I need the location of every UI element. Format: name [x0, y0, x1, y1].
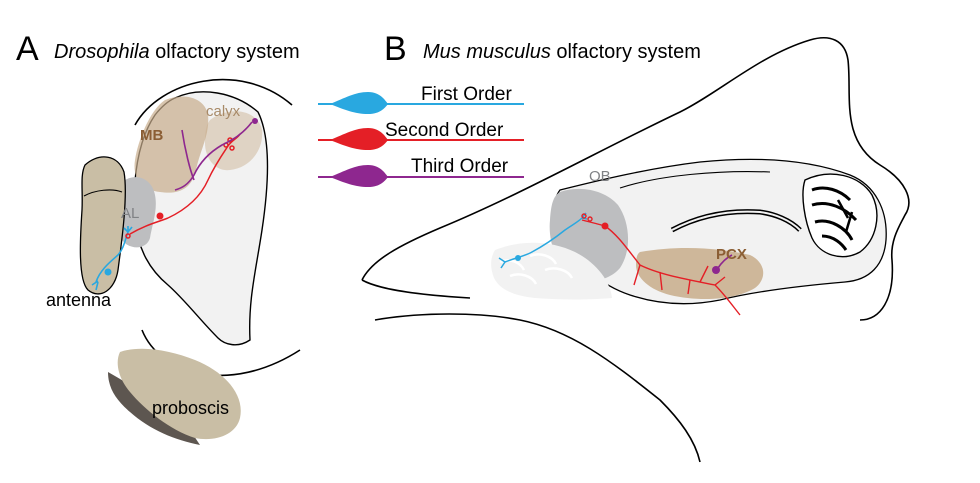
mouse-head-outline	[361, 36, 910, 321]
label-calyx: calyx	[206, 103, 241, 120]
panel-b-letter: B	[384, 30, 407, 68]
fly-third-order-neuron	[174, 118, 258, 191]
legend-item-second-order: Second Order	[318, 120, 524, 150]
label-proboscis: proboscis	[152, 398, 229, 418]
panel-b-title-species: Mus musculus	[423, 41, 551, 63]
label-ob: OB	[589, 168, 611, 185]
label-antenna: antenna	[46, 290, 112, 310]
mouse-second-order-neuron	[581, 213, 741, 316]
mouse-first-order-neuron	[498, 212, 588, 269]
piriform-cortex	[636, 248, 764, 300]
legend-soma-first-order	[330, 92, 388, 114]
fly-second-order-neuron	[125, 133, 241, 239]
legend-label-first-order: First Order	[421, 84, 512, 105]
antenna-joint	[83, 189, 123, 197]
legend-label-second-order: Second Order	[385, 120, 504, 141]
panel-a-title: Drosophila olfactory system	[54, 41, 300, 63]
label-pcx: PCX	[716, 246, 747, 263]
panel-a: A Drosophila olfactory system	[16, 30, 301, 445]
panel-a-title-species: Drosophila	[54, 41, 150, 63]
mouse-cortex-line	[619, 171, 771, 189]
panel-b-title-rest: olfactory system	[551, 41, 701, 63]
antenna-segment	[79, 156, 126, 295]
mouse-third-order-neuron	[712, 254, 733, 274]
nasal-turbinate-folds	[499, 253, 574, 285]
panel-b: B Mus musculus olfactory system	[361, 30, 910, 463]
mouse-hippocampus-inner	[671, 210, 801, 231]
panel-b-title: Mus musculus olfactory system	[423, 41, 701, 63]
legend-label-third-order: Third Order	[411, 156, 509, 177]
legend-soma-third-order	[330, 165, 388, 187]
label-al: AL	[121, 205, 139, 222]
fly-first-order-neuron	[91, 226, 133, 291]
label-mb: MB	[140, 127, 163, 144]
legend: First Order Second Order Third Order	[318, 84, 524, 187]
legend-item-first-order: First Order	[318, 84, 524, 114]
panel-a-letter: A	[16, 30, 39, 68]
proboscis	[117, 348, 241, 440]
legend-soma-second-order	[330, 128, 388, 150]
panel-a-title-rest: olfactory system	[150, 41, 300, 63]
legend-item-third-order: Third Order	[318, 156, 524, 187]
mouse-cerebellum	[802, 173, 878, 258]
mouse-jaw-outline	[361, 279, 701, 463]
